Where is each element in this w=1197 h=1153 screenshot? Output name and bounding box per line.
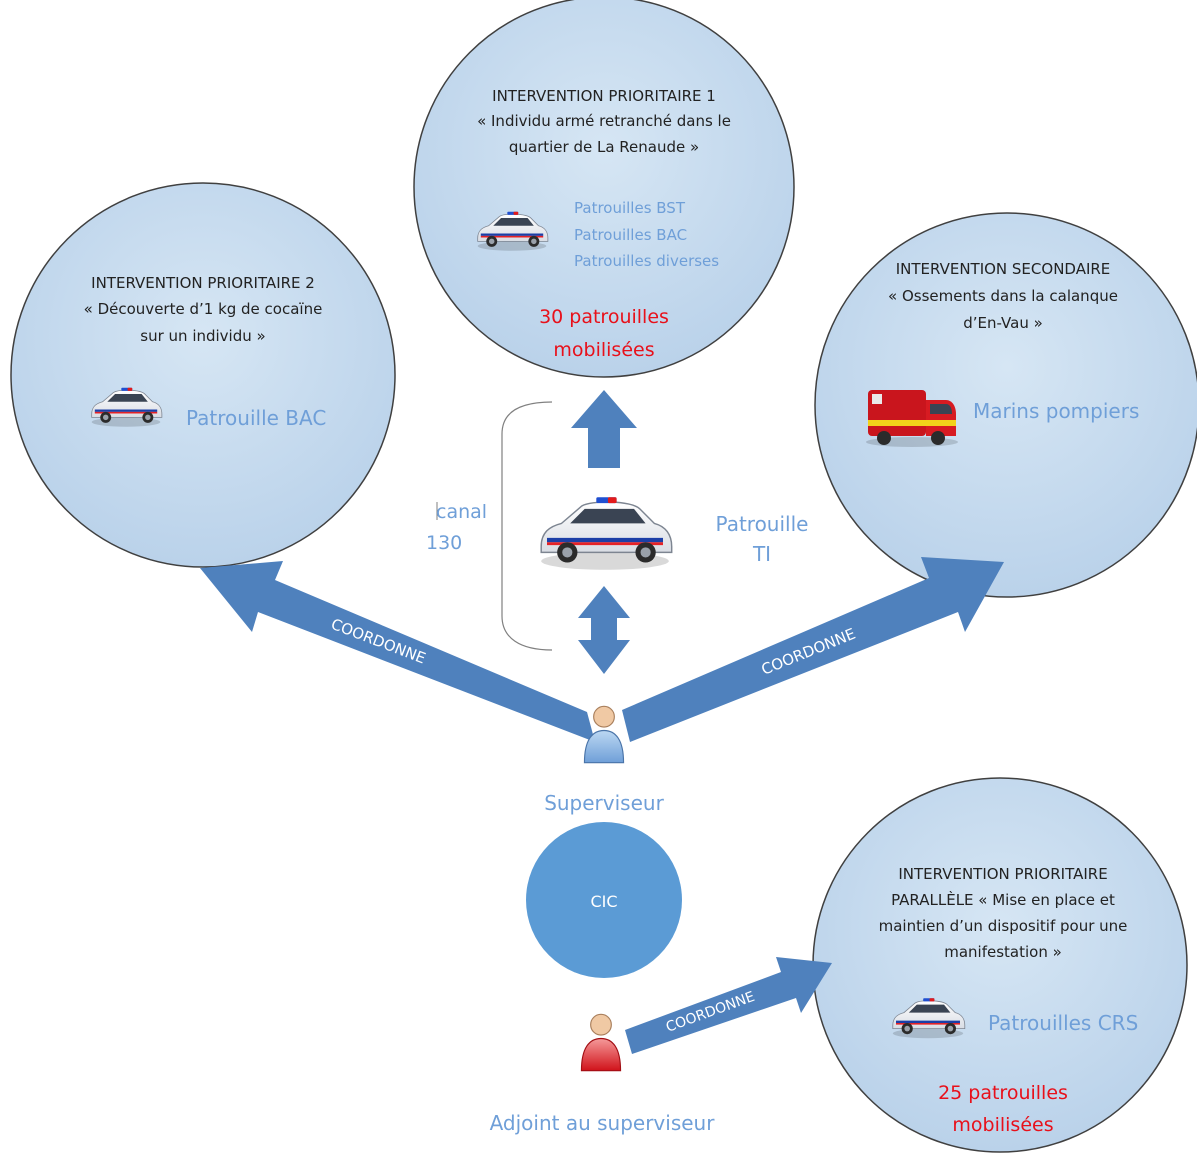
canal-label-1: canal bbox=[436, 501, 487, 523]
intervention-secondary-circle bbox=[814, 212, 1197, 598]
parallel-line-1: INTERVENTION PRIORITAIRE bbox=[898, 865, 1107, 883]
secondary-line-1: « Ossements dans la calanque bbox=[888, 287, 1118, 305]
canal-label-2: 130 bbox=[426, 532, 462, 554]
patrol-ti-label-2: TI bbox=[752, 542, 771, 566]
secondary-line-2: d’En-Vau » bbox=[963, 314, 1043, 332]
arrow-coordonne-left: COORDONNE bbox=[200, 561, 595, 742]
arrow-coordonne-deputy: COORDONNE bbox=[625, 957, 832, 1054]
secondary-title: INTERVENTION SECONDAIRE bbox=[896, 260, 1111, 278]
p1-line-2: quartier de La Renaude » bbox=[509, 138, 699, 156]
parallel-line-3: maintien d’un dispositif pour une bbox=[879, 917, 1128, 935]
arrow-double-ti-supervisor bbox=[578, 586, 630, 674]
p2-line-1: « Découverte d’1 kg de cocaïne bbox=[84, 300, 323, 318]
p1-mobilised-2: mobilisées bbox=[553, 339, 654, 361]
p1-patrol-1: Patrouilles BST bbox=[574, 199, 686, 217]
intervention-p2-circle bbox=[10, 182, 396, 568]
parallel-patrol: Patrouilles CRS bbox=[988, 1011, 1138, 1035]
p2-patrol: Patrouille BAC bbox=[186, 406, 326, 430]
fire-truck-icon bbox=[866, 390, 958, 447]
intervention-p1-circle bbox=[413, 0, 795, 378]
patrol-ti-label-1: Patrouille bbox=[716, 512, 809, 536]
cic-label: CIC bbox=[590, 892, 617, 911]
deputy-label: Adjoint au superviseur bbox=[490, 1111, 716, 1135]
p1-patrol-2: Patrouilles BAC bbox=[574, 226, 687, 244]
p1-patrol-3: Patrouilles diverses bbox=[574, 252, 719, 270]
p2-title: INTERVENTION PRIORITAIRE 2 bbox=[91, 274, 315, 292]
parallel-mobilised-1: 25 patrouilles bbox=[938, 1082, 1068, 1104]
p1-title: INTERVENTION PRIORITAIRE 1 bbox=[492, 87, 716, 105]
p1-mobilised-1: 30 patrouilles bbox=[539, 306, 669, 328]
parallel-line-2: PARALLÈLE « Mise en place et bbox=[891, 890, 1115, 909]
cic-circle bbox=[526, 822, 682, 978]
parallel-mobilised-2: mobilisées bbox=[952, 1114, 1053, 1136]
ti-police-car-icon bbox=[540, 496, 673, 571]
deputy-person-icon bbox=[580, 1013, 622, 1072]
canal-bracket bbox=[501, 401, 553, 651]
supervisor-label: Superviseur bbox=[544, 791, 664, 815]
p1-line-1: « Individu armé retranché dans le bbox=[477, 112, 731, 130]
arrow-up-to-p1 bbox=[571, 390, 637, 468]
p2-line-2: sur un individu » bbox=[140, 327, 265, 345]
parallel-line-4: manifestation » bbox=[944, 943, 1062, 961]
secondary-unit: Marins pompiers bbox=[973, 399, 1139, 423]
arrow-coordonne-right: COORDONNE bbox=[622, 557, 1004, 742]
